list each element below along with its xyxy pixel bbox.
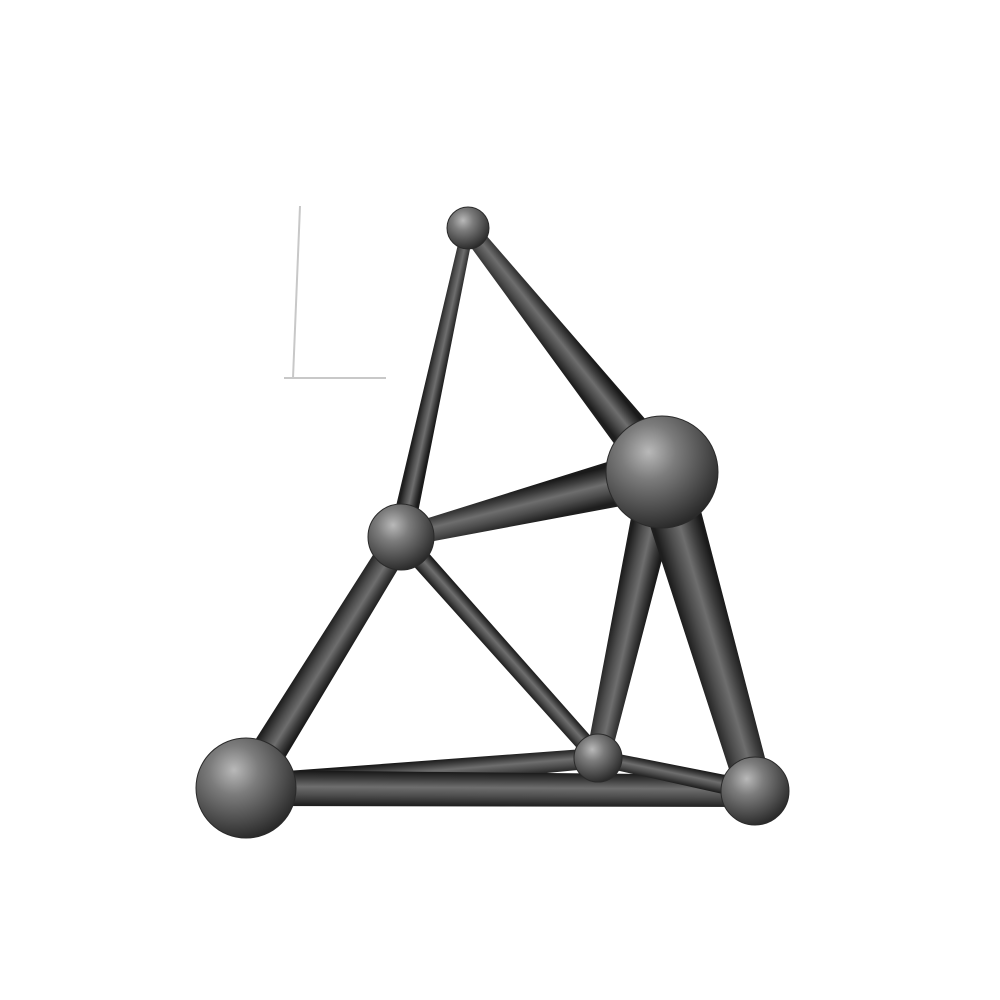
atom-apex xyxy=(446,206,490,250)
bonds-layer xyxy=(230,222,773,807)
atom-bottom-left xyxy=(195,737,297,839)
atom-middle xyxy=(367,503,435,571)
atom-hub-large xyxy=(605,415,719,529)
bond-apex-hub-large xyxy=(461,222,680,486)
bond-middle-bottom-center xyxy=(393,530,605,764)
bond-middle-hub-large xyxy=(398,446,669,547)
bond-hub-large-bottom-right xyxy=(635,464,773,796)
atom-bottom-center xyxy=(573,733,623,783)
atom-bottom-right xyxy=(720,756,790,826)
corner-axis-mark xyxy=(284,205,386,379)
bond-bottom-left-bottom-right xyxy=(245,770,756,807)
bond-middle-bottom-left xyxy=(230,529,413,798)
corner-mark-line xyxy=(284,205,386,379)
bond-bottom-center-bottom-right xyxy=(596,750,758,801)
bond-apex-middle xyxy=(389,226,474,540)
atoms-layer xyxy=(195,206,790,839)
